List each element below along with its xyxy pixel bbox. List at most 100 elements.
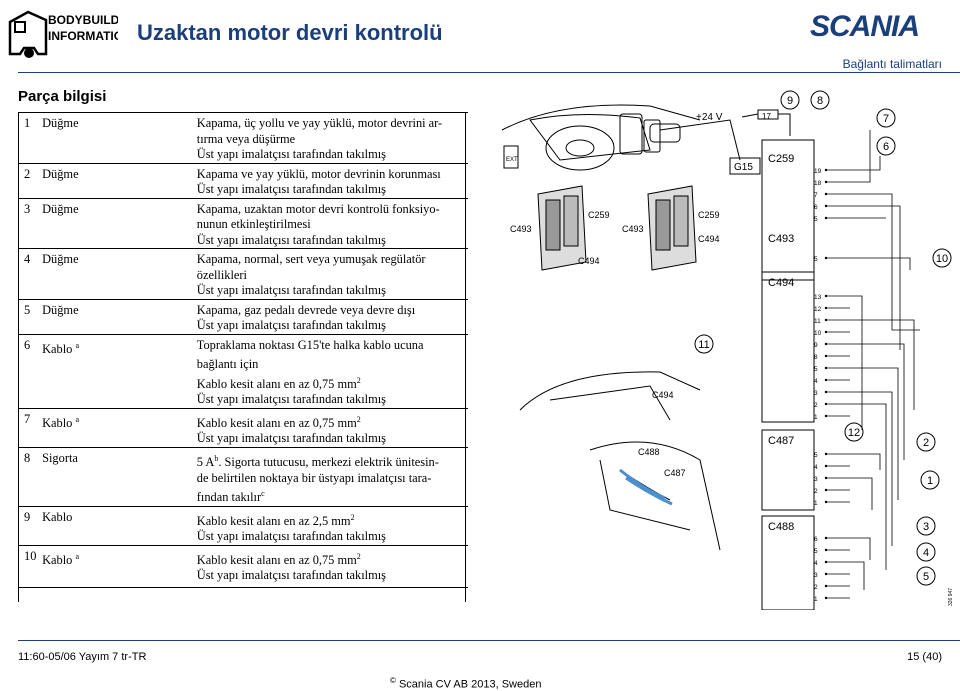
part-name: Düğme — [42, 248, 193, 268]
footnote-b: b — [214, 453, 219, 463]
callout-number: 9 — [787, 95, 793, 107]
part-number — [18, 283, 42, 299]
wire — [850, 295, 863, 430]
part-name-text: Kablo — [42, 341, 73, 356]
part-description: Üst yapı imalatçısı tarafından takılmış — [193, 529, 468, 545]
part-number — [18, 529, 42, 545]
control-panel-right — [647, 185, 697, 271]
part-number: 5 — [18, 298, 43, 318]
c259-right-label: C259 — [698, 210, 720, 220]
callout-marker — [780, 90, 800, 110]
part-description: bağlantı için — [193, 357, 468, 373]
pin-dot — [824, 168, 828, 172]
part-number: 6 — [18, 333, 43, 358]
part-name: Düğme — [42, 162, 193, 182]
connector-pin-label: 8 — [814, 354, 818, 361]
part-number — [18, 431, 42, 447]
part-name — [42, 283, 193, 299]
superscript-2: 2 — [356, 414, 361, 424]
c487-block — [761, 429, 815, 511]
dashboard-sketch — [501, 104, 741, 171]
part-description: Üst yapı imalatçısı tarafından takılmış — [193, 182, 468, 198]
part-name: Düğme — [42, 298, 193, 318]
callout-marker — [844, 422, 864, 442]
callout-marker — [920, 470, 940, 490]
part-name-text: Kablo — [42, 552, 73, 567]
part-description: Üst yapı imalatçısı tarafından takılmış — [193, 431, 468, 447]
superscript-2: 2 — [356, 375, 361, 385]
c494-right-label: C494 — [698, 234, 720, 244]
connector-pin-label: 1 — [814, 414, 818, 421]
callout-marker — [916, 516, 936, 536]
part-number — [18, 357, 42, 373]
pin-dot — [824, 596, 828, 600]
table-row: fından takılırc — [18, 486, 468, 506]
part-description-line: Kapama, uzaktan motor devri kontrolü fon… — [196, 201, 440, 216]
part-description: Üst yapı imalatçısı tarafından takılmış — [193, 283, 468, 299]
part-description: de belirtilen noktaya bir üstyapı imalat… — [193, 471, 468, 487]
wire — [850, 477, 873, 510]
callout-number: 3 — [923, 521, 929, 533]
part-number — [18, 147, 42, 163]
part-description-line: Üst yapı imalatçısı tarafından takılmış — [196, 182, 387, 196]
fuse-description-suffix: . Sigorta tutucusu, merkezi elektrik üni… — [218, 455, 439, 469]
part-description-line: bağlantı için — [196, 357, 259, 372]
pin-dot — [824, 294, 828, 298]
part-name: Kablo a — [42, 407, 193, 432]
table-row: bağlantı için — [18, 357, 468, 373]
callout-marker — [916, 566, 936, 586]
table-row: Üst yapı imalatçısı tarafından takılmış — [18, 568, 468, 588]
connector-pin-label: 6 — [814, 536, 818, 543]
callout-marker — [810, 90, 830, 110]
part-description-line: Kapama, gaz pedalı devrede veya devre dı… — [196, 302, 416, 317]
part-description-line: Üst yapı imalatçısı tarafından takılmış — [196, 318, 387, 332]
pin-dot — [824, 584, 828, 588]
pin-dot — [824, 548, 828, 552]
part-name — [42, 132, 193, 148]
pin-dot — [824, 572, 828, 576]
cable-harness — [619, 468, 673, 506]
supply-label: +24 V — [696, 112, 723, 123]
table-row: Üst yapı imalatçısı tarafından takılmış — [18, 283, 468, 299]
connector-pin-label: 5 — [814, 452, 818, 459]
logo-line2: INFORMATION — [48, 29, 118, 43]
pin-dot — [824, 452, 828, 456]
part-number — [18, 132, 42, 148]
part-name: Kablo a — [42, 333, 193, 358]
part-name: Kablo — [42, 505, 193, 530]
connector-pin-label: 6 — [814, 204, 818, 211]
connector-pin-label: 4 — [814, 464, 818, 471]
part-name — [42, 529, 193, 545]
bodybuilding-information-logo: BODYBUILDING INFORMATION — [8, 10, 118, 58]
part-description: 5 Ab. Sigorta tutucusu, merkezi elektrik… — [192, 446, 468, 471]
part-description-line: Kablo kesit alanı en az 0,75 mm — [196, 552, 357, 567]
connector-pin-label: 1 — [814, 500, 818, 507]
part-name — [42, 568, 193, 588]
part-description-line: Üst yapı imalatçısı tarafından takılmış — [196, 147, 387, 161]
part-name — [42, 217, 193, 233]
table-row: özellikleri — [18, 268, 468, 284]
c493-block-label: C493 — [768, 233, 794, 245]
header-rule — [18, 72, 960, 73]
pin-dot — [824, 216, 828, 220]
part-description: Kablo kesit alanı en az 0,75 mm2 — [192, 407, 468, 432]
connector-pin-label: 7 — [814, 192, 818, 199]
part-number: 9 — [18, 505, 43, 530]
pin-dot — [824, 560, 828, 564]
connector-pin-label: 12 — [814, 306, 822, 313]
cab-sketch — [519, 371, 721, 551]
part-description-line: de belirtilen noktaya bir üstyapı imalat… — [196, 470, 432, 485]
connector-pin-label: 4 — [814, 378, 818, 385]
callout-number: 10 — [936, 253, 948, 265]
pin-dot — [824, 318, 828, 322]
callout-marker — [916, 432, 936, 452]
pin-dot — [824, 306, 828, 310]
part-name — [42, 431, 193, 447]
c494-block-label: C494 — [768, 277, 794, 289]
part-number — [18, 182, 42, 198]
part-name — [42, 392, 193, 408]
table-row: Üst yapı imalatçısı tarafından takılmış — [18, 233, 468, 249]
